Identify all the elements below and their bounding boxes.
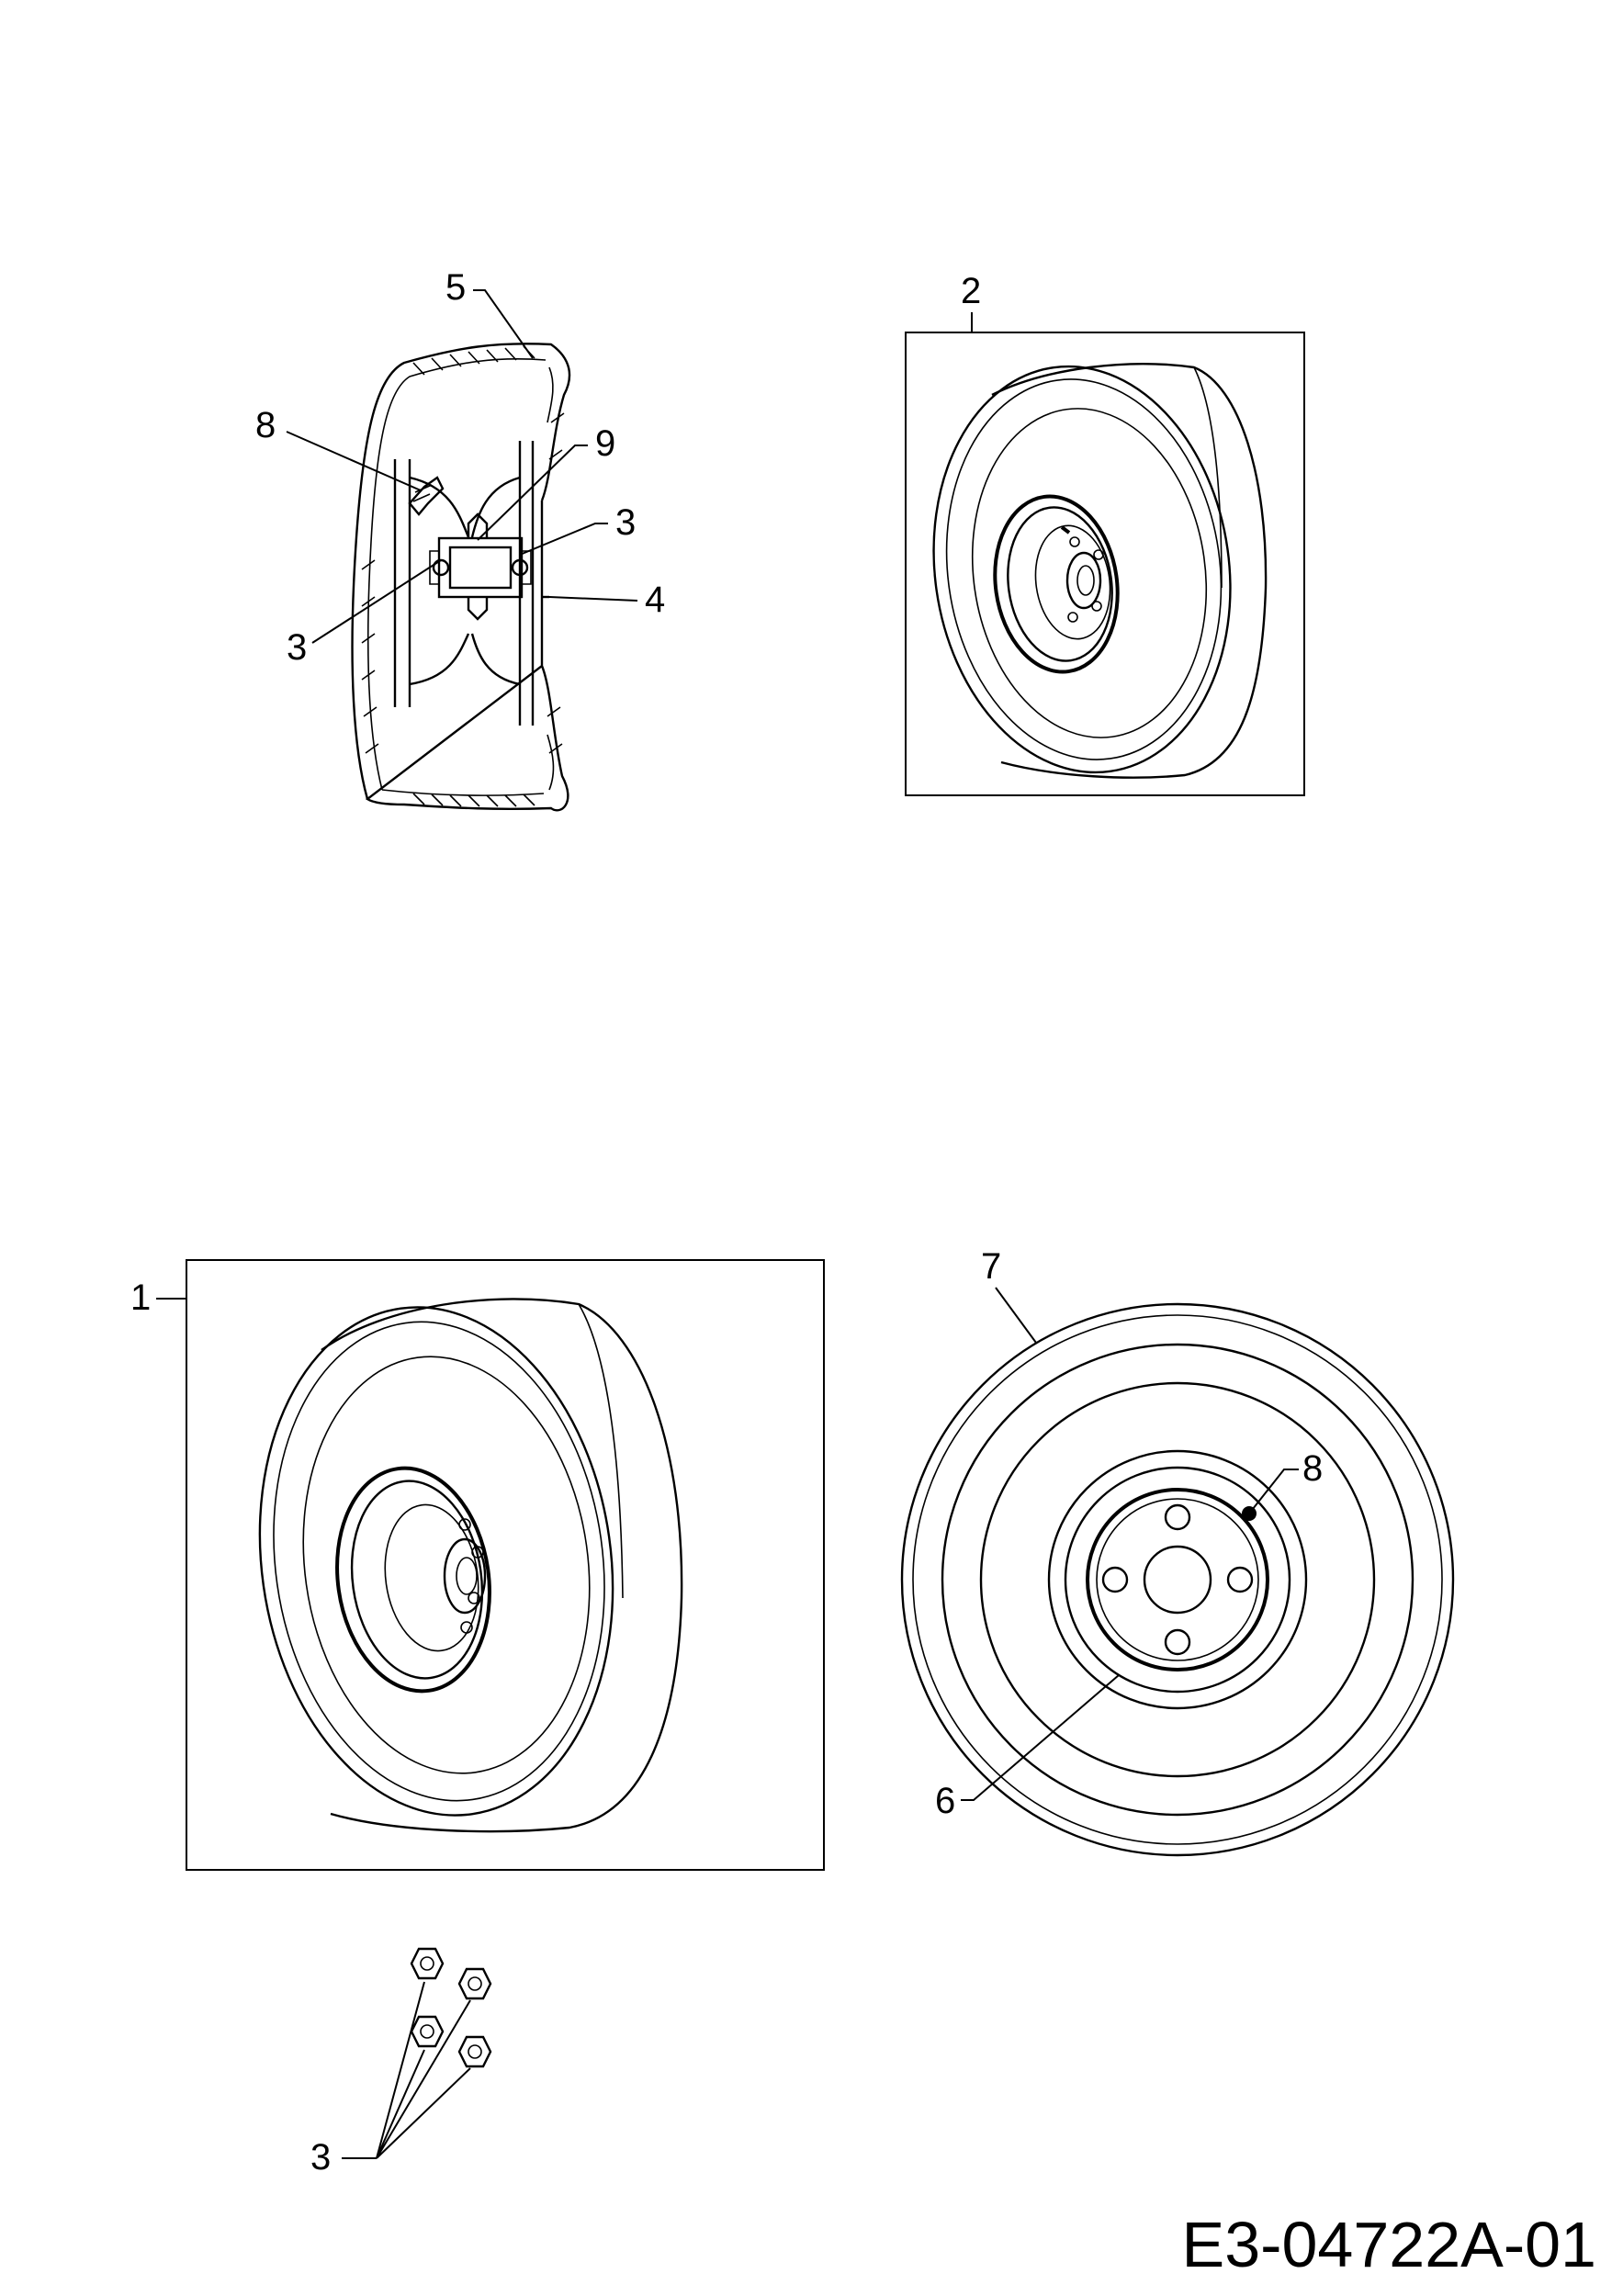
valve-stem: [408, 476, 445, 516]
callout-7: 7: [981, 1246, 1001, 1287]
callout-3-left: 3: [287, 627, 307, 668]
leader-8-front: [1248, 1469, 1299, 1514]
callout-6: 6: [935, 1781, 955, 1821]
lug-nut-4: [457, 2035, 492, 2068]
lug-nuts-callout: 3: [310, 1981, 471, 2178]
leader-nut-1: [376, 1981, 425, 2159]
leader-nut-2: [376, 1999, 471, 2159]
wheel-front-callouts: 7 8 6: [935, 1246, 1323, 1821]
leader-nut-3: [376, 2049, 425, 2159]
lug-nut-3: [410, 2015, 445, 2048]
lug-hole-left: [1101, 1566, 1129, 1593]
leader-nut-4: [376, 2067, 471, 2159]
callout-1: 1: [130, 1277, 151, 1318]
leader-7: [995, 1287, 1037, 1344]
wheel-1-callout: 1: [130, 1277, 186, 1318]
leader-6: [961, 1674, 1120, 1801]
lug-hole-right: [1226, 1566, 1254, 1593]
wheel-2-callout: 2: [961, 271, 981, 332]
callout-3-nuts: 3: [310, 2137, 331, 2178]
wheel-front-view: [900, 1302, 1455, 1857]
leader-8-section: [286, 431, 422, 491]
wheel-assembly-2: [905, 332, 1305, 796]
drawing-code: E3-04722A-01: [1182, 2209, 1596, 2280]
tire-hatch-top: [412, 345, 535, 376]
leader-5: [473, 289, 534, 359]
wheel-1-frame: [186, 1259, 825, 1871]
lug-hole-bottom: [1164, 1628, 1191, 1656]
lug-nut-1: [410, 1947, 445, 1980]
callout-8-front: 8: [1302, 1448, 1323, 1489]
wheel-cross-section: [351, 343, 571, 812]
leader-9: [477, 445, 588, 541]
callout-9: 9: [595, 423, 615, 464]
leader-4: [548, 596, 638, 602]
lug-hole-top: [1164, 1503, 1191, 1531]
tire-hatch-bottom: [412, 793, 535, 807]
callout-2: 2: [961, 271, 981, 311]
leader-3-right: [519, 523, 608, 556]
lug-nuts: [410, 1947, 492, 2068]
lug-nut-2: [457, 1967, 492, 2000]
callout-8-section: 8: [255, 405, 276, 445]
wheel-assembly-1: [186, 1259, 825, 1871]
tire-hatch-sides: [361, 412, 565, 754]
wheel-2-frame: [905, 332, 1305, 796]
callout-5: 5: [445, 267, 466, 308]
callout-3-right: 3: [615, 502, 636, 543]
callout-4: 4: [645, 580, 665, 620]
leader-3-left: [311, 559, 442, 644]
cross-section-callouts: 5 8 9 3 3 4: [255, 267, 665, 668]
